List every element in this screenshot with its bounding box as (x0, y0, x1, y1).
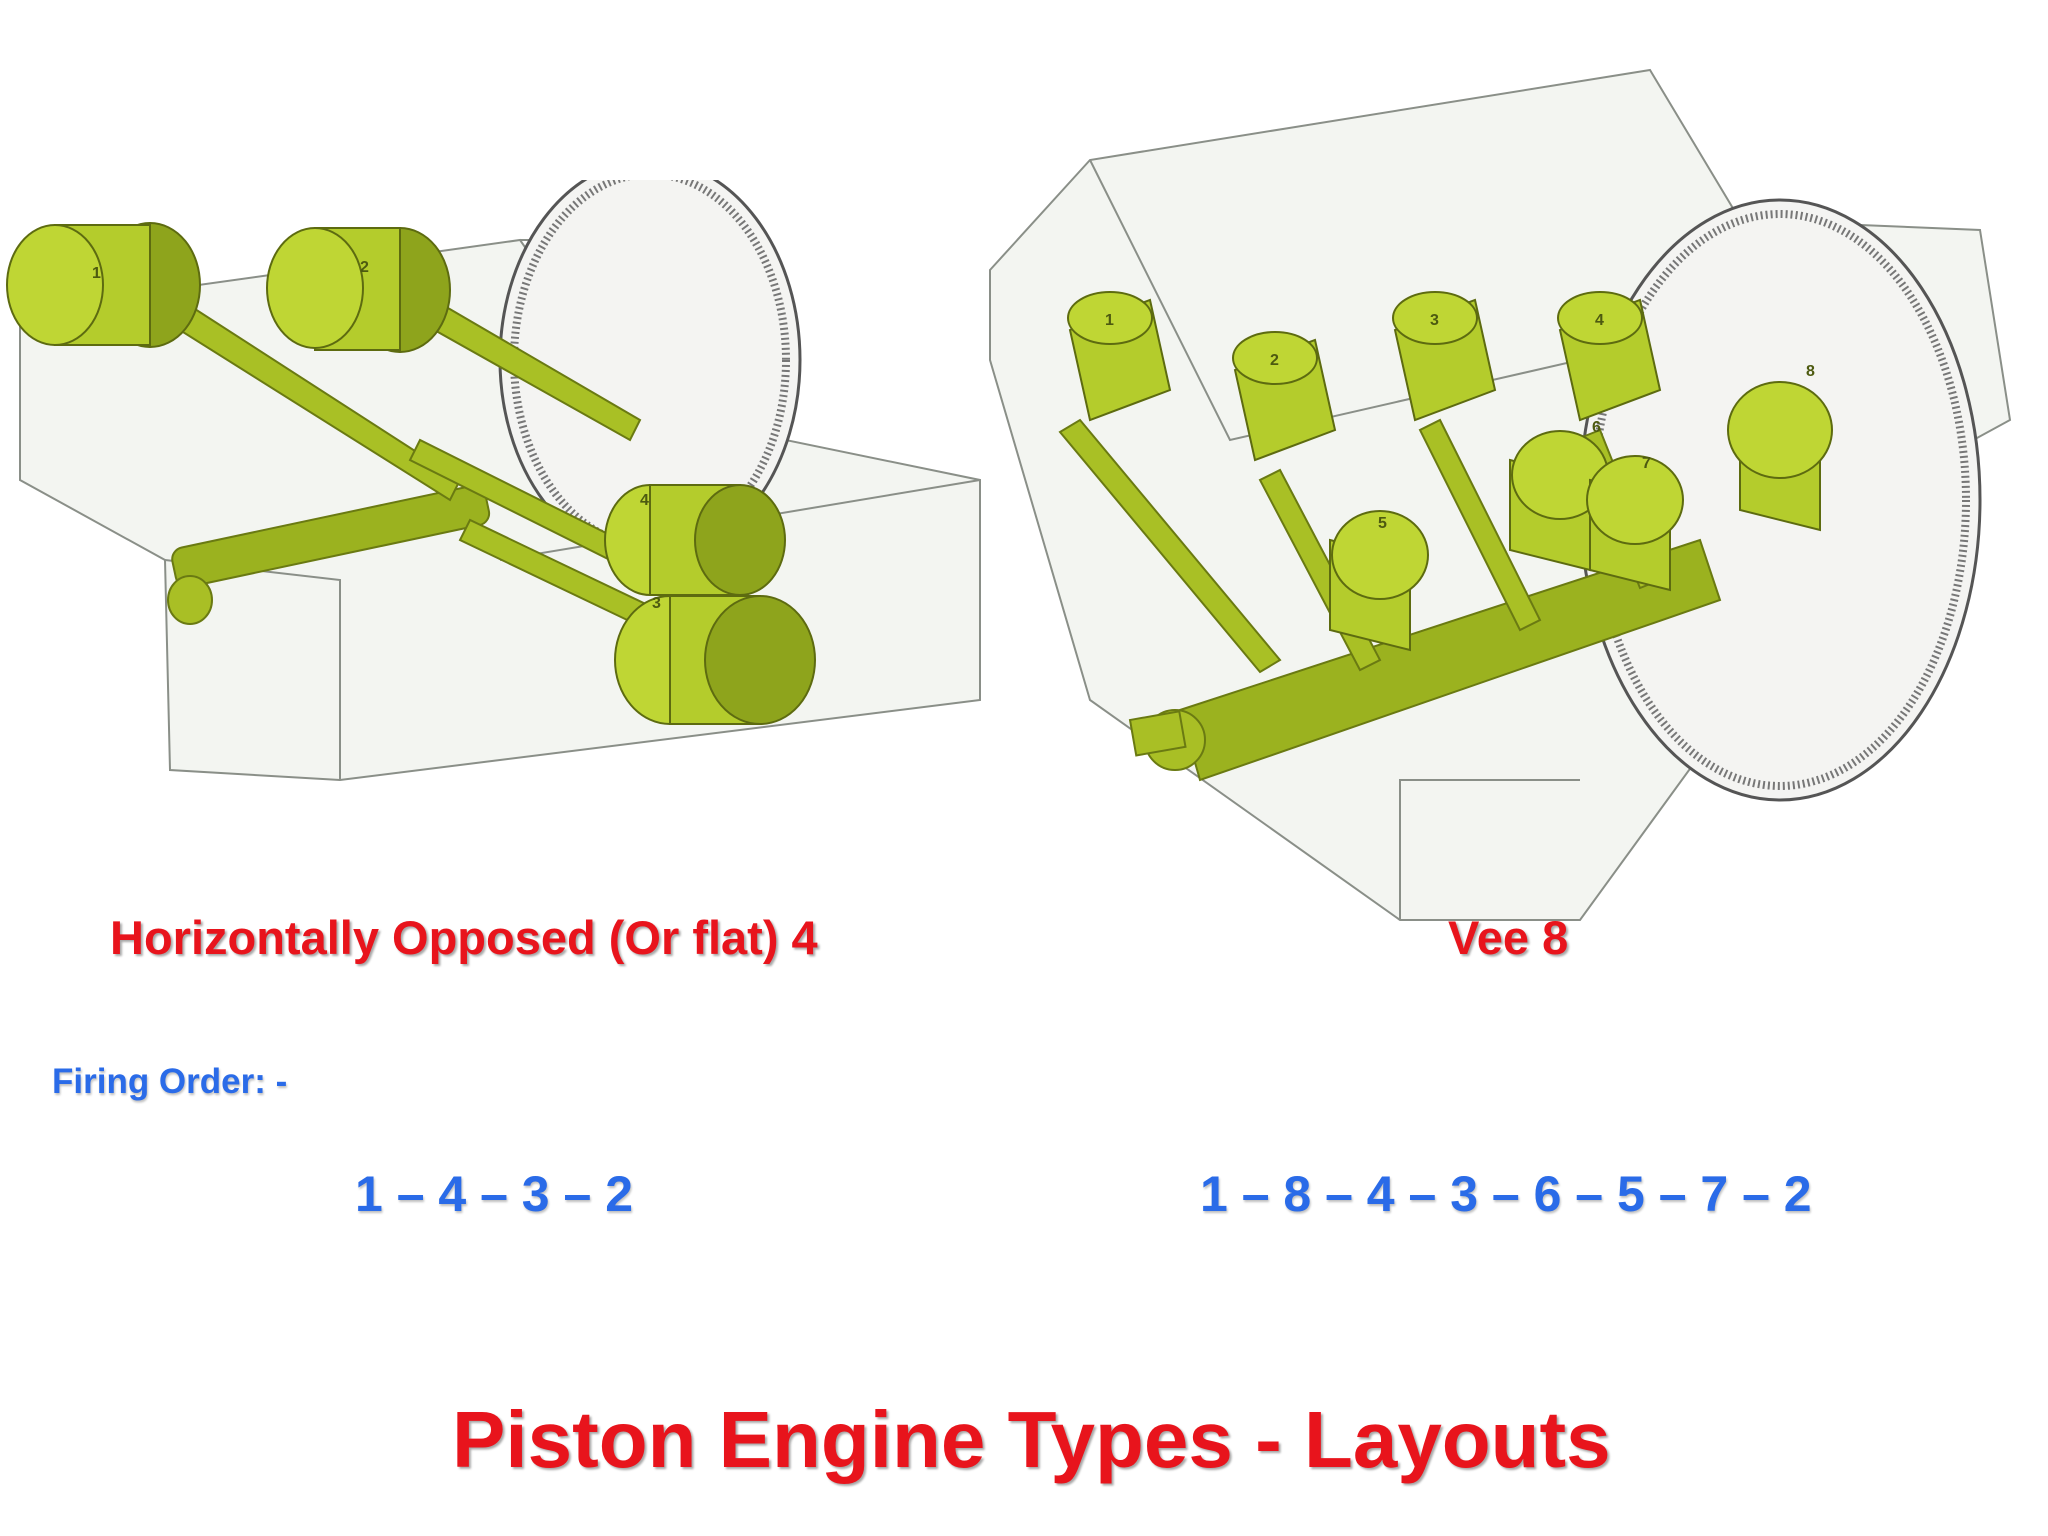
piston-3-number: 3 (1430, 312, 1439, 329)
piston-2-number: 2 (360, 259, 369, 276)
piston-4-number: 4 (640, 492, 649, 509)
piston-3: 3 (1392, 291, 1497, 422)
piston-5: 5 (1329, 510, 1429, 652)
piston-2: 2 (266, 227, 451, 353)
piston-7-number: 7 (1642, 455, 1651, 472)
piston-3-number: 3 (652, 595, 661, 612)
flat-four-pistons: 1 2 4 3 (6, 222, 816, 725)
piston-7: 7 (1586, 455, 1684, 592)
flat-four-caption: Horizontally Opposed (Or flat) 4 (110, 911, 818, 964)
piston-8: 8 (1727, 363, 1833, 532)
firing-order-label: Firing Order: - (52, 1062, 288, 1101)
flat-four-crankshaft (167, 484, 491, 625)
piston-8-number: 8 (1806, 363, 1815, 380)
flat-four-firing-order: 1 – 4 – 3 – 2 (355, 1166, 634, 1222)
piston-5-number: 5 (1378, 515, 1387, 532)
piston-6: 6 (1509, 419, 1609, 572)
piston-3: 3 (614, 595, 816, 725)
piston-2-number: 2 (1270, 352, 1279, 369)
piston-1-number: 1 (1105, 312, 1114, 329)
vee-eight-engine-diagram: 1 2 3 4 5 6 7 (989, 68, 2012, 921)
piston-1-number: 1 (92, 265, 101, 282)
flat-four-engine-diagram: 1 2 4 3 (6, 180, 981, 782)
page-title: Piston Engine Types - Layouts (452, 1395, 1611, 1484)
piston-2: 2 (1232, 331, 1337, 462)
piston-4: 4 (604, 484, 786, 596)
piston-1: 1 (6, 222, 201, 348)
vee-eight-firing-order: 1 – 8 – 4 – 3 – 6 – 5 – 7 – 2 (1200, 1166, 1812, 1222)
vee-eight-caption: Vee 8 (1448, 911, 1569, 964)
piston-6-number: 6 (1592, 419, 1601, 436)
piston-1: 1 (1067, 291, 1172, 422)
piston-4: 4 (1557, 291, 1662, 422)
vee-eight-pistons: 1 2 3 4 5 6 7 (1067, 291, 1833, 652)
piston-4-number: 4 (1595, 312, 1604, 329)
